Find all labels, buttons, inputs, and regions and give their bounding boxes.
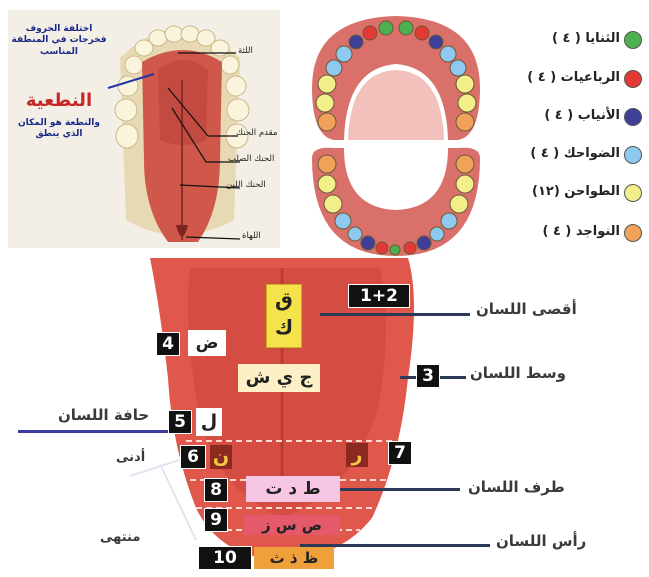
palate-side-text-top: اختلفة الحروف فخرجات في المنطقة المناسب — [10, 24, 108, 58]
pointer-tip-side — [340, 488, 460, 491]
label-uvula: اللهاة — [242, 231, 261, 241]
region-head: رأس اللسان — [496, 532, 586, 550]
region-edge: حافة اللسان — [58, 406, 149, 424]
palate-side-title: النطعية — [12, 90, 106, 111]
letter-dad: ض — [188, 330, 226, 356]
region-tip-side: طرف اللسان — [468, 478, 565, 496]
letters-ta-group: ط د ت — [246, 476, 340, 502]
legend-label: النواجد ( ٤ ) — [542, 224, 620, 239]
number-3: 3 — [416, 364, 440, 388]
letter-lam: ل — [196, 408, 222, 436]
number-5: 5 — [168, 410, 192, 434]
legend-label: الرباعيات ( ٤ ) — [527, 70, 620, 85]
number-1-2: 1+2 — [348, 284, 410, 308]
legend-label: الطواحن (١٢) — [532, 184, 620, 199]
region-nearest: أدنى — [116, 450, 145, 465]
back-letters-box: ق ك — [266, 284, 302, 348]
legend-dot-icon — [624, 31, 642, 49]
letter-qaf: ق — [267, 285, 301, 313]
palate-side-text-bottom: والنطعة هو المكان الذي ينطق — [10, 118, 108, 141]
legend-row-premolars: الضواحك ( ٤ ) — [502, 145, 642, 165]
label-hard-palate: الحنك الصلب — [228, 154, 274, 164]
label-gum: اللثة — [238, 46, 253, 56]
number-9: 9 — [204, 508, 228, 532]
upper-palate — [348, 70, 444, 140]
legend-row-incisors: الثنايا ( ٤ ) — [502, 30, 642, 50]
region-farthest: منتهى — [100, 530, 140, 545]
pointer-edge — [18, 430, 190, 433]
letter-kaf: ك — [267, 313, 301, 341]
region-middle: وسط اللسان — [470, 364, 566, 382]
pointer-back — [320, 313, 470, 316]
legend-row-laterals: الرباعيات ( ٤ ) — [502, 69, 642, 89]
number-10: 10 — [198, 546, 252, 570]
number-4: 4 — [156, 332, 180, 356]
number-6: 6 — [180, 445, 206, 469]
legend-row-canines: الأنياب ( ٤ ) — [502, 107, 642, 127]
palate-illustration: اختلفة الحروف فخرجات في المنطقة المناسب … — [8, 10, 280, 248]
legend-dot-icon — [624, 184, 642, 202]
region-back: أقصى اللسان — [476, 300, 577, 318]
label-front-palate: مقدم الحنك — [236, 128, 277, 138]
label-soft-palate: الحنك اللين — [226, 180, 266, 190]
legend-row-wisdom: النواجد ( ٤ ) — [502, 223, 642, 243]
legend-dot-icon — [624, 146, 642, 164]
legend-label: الثنايا ( ٤ ) — [552, 31, 620, 46]
letter-nun: ن — [210, 445, 232, 469]
legend-label: الأنياب ( ٤ ) — [544, 108, 620, 123]
number-8: 8 — [204, 478, 228, 502]
letters-sad-group: ص س ز — [244, 515, 340, 535]
legend-dot-icon — [624, 224, 642, 242]
letter-ra: ر — [346, 443, 368, 467]
letters-tip-group: ظ ذ ث — [254, 547, 334, 569]
legend-dot-icon — [624, 70, 642, 88]
number-7: 7 — [388, 441, 412, 465]
middle-letters: ج ي ش — [238, 364, 320, 392]
legend-dot-icon — [624, 108, 642, 126]
teeth-arches — [298, 8, 494, 260]
legend-label: الضواحك ( ٤ ) — [530, 146, 620, 161]
legend-row-molars: الطواحن (١٢) — [502, 183, 642, 203]
